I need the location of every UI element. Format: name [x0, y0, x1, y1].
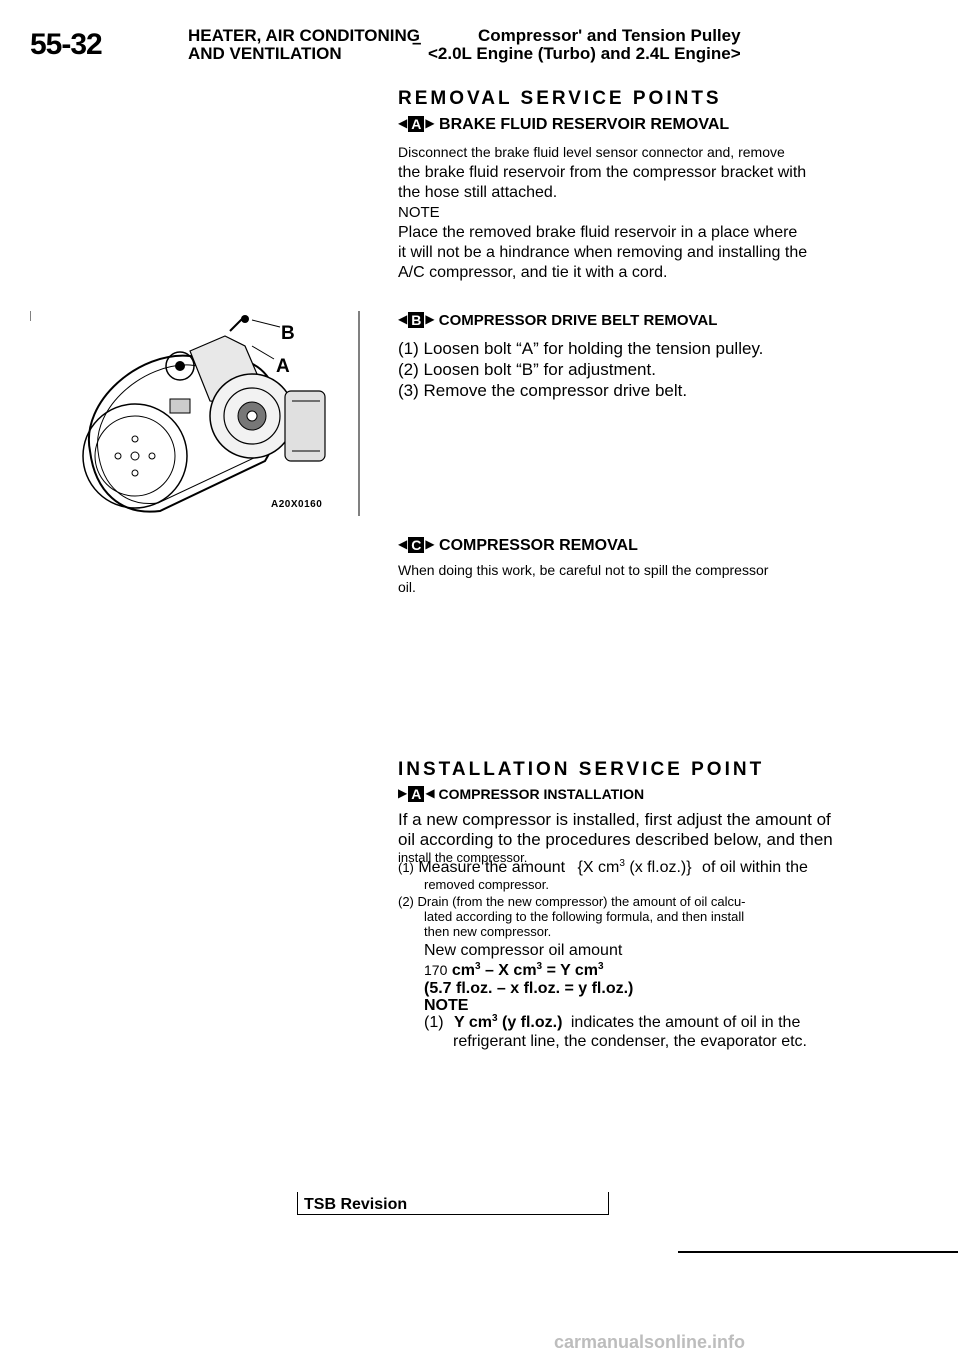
text-line: then new compressor. [424, 924, 552, 939]
text-run: (x fl.oz.)} [629, 859, 692, 876]
left-triangle-icon: ◀ [398, 312, 408, 326]
formula-line: 170 cm3 – X cm3 = Y cm3 [424, 960, 604, 981]
text-line: A/C compressor, and tie it with a cord. [398, 264, 668, 281]
installation-step-1-cont: removed compressor. [424, 877, 549, 892]
step-number: (1) [398, 860, 414, 875]
text-line: the brake fluid reservoir from the compr… [398, 164, 807, 181]
tsb-revision-label: TSB Revision [304, 1196, 408, 1213]
formula-line-2: (5.7 fl.oz. – x fl.oz. = y fl.oz.) [424, 980, 634, 997]
step-letter: B [408, 312, 425, 328]
compressor-belt-diagram: B A [29, 311, 360, 516]
tsb-revision-box: TSB Revision [297, 1192, 609, 1215]
compressor-belt-illustration: B A [29, 311, 360, 516]
section-title-line2: AND VENTILATION [188, 44, 342, 63]
text-run: of oil within the [702, 859, 808, 876]
removal-b-title: COMPRESSOR DRIVE BELT REMOVAL [438, 312, 718, 329]
installation-step-1: (1) Measure the amount {X cm3 (x fl.oz.)… [398, 858, 808, 878]
text-line: If a new compressor is installed, first … [398, 810, 831, 829]
step-letter: A [408, 116, 425, 132]
removal-b-heading: ◀B▶ COMPRESSOR DRIVE BELT REMOVAL [398, 312, 717, 329]
step-letter: C [408, 537, 425, 553]
installation-note-1-cont: refrigerant line, the condenser, the eva… [453, 1033, 807, 1050]
header-dash: – [412, 33, 422, 52]
topic-title-line2: <2.0L Engine (Turbo) and 2.4L Engine> [428, 44, 741, 63]
step-item: (3) Remove the compressor drive belt. [398, 381, 688, 400]
text-run: {X cm [577, 859, 620, 876]
left-triangle-icon: ◀ [425, 786, 435, 800]
text-line: (2) Drain (from the new compressor) the … [398, 894, 746, 909]
removal-a-note: NOTE Place the removed brake fluid reser… [398, 203, 868, 283]
text-line: install the compressor. [398, 850, 528, 865]
removal-c-heading: ◀C▶ COMPRESSOR REMOVAL [398, 537, 638, 555]
removal-a-heading: ◀A▶ BRAKE FLUID RESERVOIR REMOVAL [398, 116, 729, 134]
step-item: (2) Loosen bolt “B” for adjustment. [398, 360, 656, 379]
topic-title-line1: Compressor' and Tension Pulley [478, 26, 741, 45]
text-line: oil. [398, 579, 416, 595]
figure-code: A20X0160 [271, 499, 323, 510]
superscript: 3 [536, 961, 543, 972]
page-number: 55-32 [30, 28, 103, 61]
text-line: oil according to the procedures describe… [398, 830, 833, 849]
bottom-rule [678, 1251, 958, 1253]
callout-b: B [281, 323, 295, 344]
superscript: 3 [619, 858, 625, 869]
text-run: (y fl.oz.) [501, 1014, 563, 1031]
installation-a-heading: ▶A◀ COMPRESSOR INSTALLATION [398, 786, 644, 802]
text-run: cm [451, 962, 475, 979]
installation-intro: If a new compressor is installed, first … [398, 810, 868, 865]
right-triangle-icon: ▶ [425, 537, 435, 551]
text-line: Disconnect the brake fluid level sensor … [398, 144, 785, 160]
right-triangle-icon: ▶ [425, 312, 435, 326]
step-item: (1) Loosen bolt “A” for holding the tens… [398, 339, 764, 358]
watermark-footer: carmanualsonline.info [554, 1332, 746, 1352]
superscript: 3 [474, 961, 481, 972]
step-number: (1) [424, 1014, 444, 1031]
text-run: = Y cm [546, 962, 599, 979]
removal-c-body: When doing this work, be careful not to … [398, 562, 868, 596]
superscript: 3 [491, 1013, 498, 1024]
text-run: Measure the amount [418, 859, 566, 876]
text-line: the hose still attached. [398, 184, 558, 201]
removal-a-body: Disconnect the brake fluid level sensor … [398, 144, 868, 203]
removal-a-title: BRAKE FLUID RESERVOIR REMOVAL [439, 116, 730, 133]
left-triangle-icon: ◀ [398, 116, 408, 130]
installation-note-1: (1) Y cm3 (y fl.oz.) indicates the amoun… [424, 1013, 800, 1033]
text-line: When doing this work, be careful not to … [398, 562, 769, 578]
removal-c-title: COMPRESSOR REMOVAL [439, 537, 638, 554]
removal-heading: REMOVAL SERVICE POINTS [398, 88, 722, 109]
text-line: lated according to the following formula… [424, 909, 745, 924]
step-letter: A [408, 786, 425, 802]
formula-label: New compressor oil amount [424, 942, 623, 959]
text-line: Place the removed brake fluid reservoir … [398, 224, 798, 241]
text-run: – X cm [484, 962, 537, 979]
installation-step-2: (2) Drain (from the new compressor) the … [398, 894, 868, 939]
note-label: NOTE [398, 204, 440, 221]
installation-note-label: NOTE [424, 997, 469, 1014]
installation-heading: INSTALLATION SERVICE POINT [398, 759, 765, 780]
right-triangle-icon: ▶ [398, 786, 408, 800]
right-triangle-icon: ▶ [425, 116, 435, 130]
callout-a: A [276, 356, 290, 377]
text-run: indicates the amount of oil in the [570, 1014, 801, 1031]
removal-b-steps: (1) Loosen bolt “A” for holding the tens… [398, 338, 868, 401]
superscript: 3 [598, 961, 604, 972]
text-line: it will not be a hindrance when removing… [398, 244, 808, 261]
left-triangle-icon: ◀ [398, 537, 408, 551]
section-title-line1: HEATER, AIR CONDITONING [188, 26, 421, 45]
text-run: Y cm [454, 1014, 492, 1031]
text-run: 170 [424, 962, 448, 978]
installation-a-title: COMPRESSOR INSTALLATION [438, 786, 645, 802]
